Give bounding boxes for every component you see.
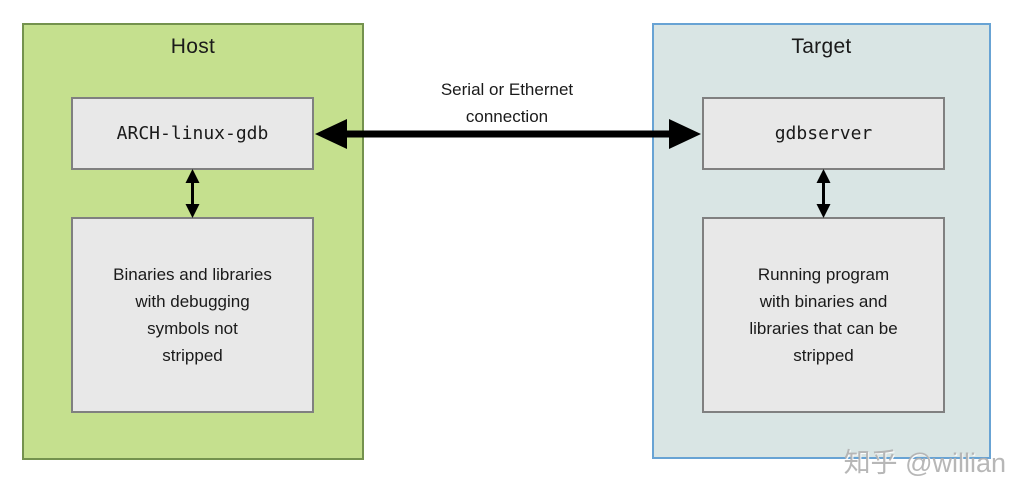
gdbserver-label: gdbserver — [774, 123, 873, 144]
program-line: libraries that can be — [749, 319, 898, 338]
zhihu-watermark: 知乎 @willian — [843, 448, 1006, 478]
connection-label-line: Serial or Ethernet — [440, 80, 574, 99]
binaries-line: with debugging — [135, 292, 250, 311]
host-title: Host — [170, 35, 216, 58]
binaries-line: symbols not — [147, 319, 238, 338]
binaries-node: Binaries and libraries with debugging sy… — [71, 217, 314, 413]
binaries-line: stripped — [162, 346, 223, 365]
program-line: stripped — [793, 346, 854, 365]
arch-linux-gdb-label: ARCH-linux-gdb — [116, 123, 269, 144]
connection-label: Serial or Ethernet connection — [382, 76, 632, 130]
program-line: with binaries and — [759, 292, 888, 311]
connection-label-line: connection — [465, 107, 549, 126]
target-title: Target — [791, 35, 852, 58]
binaries-line: Binaries and libraries — [113, 265, 272, 284]
running-program-node: Running program with binaries and librar… — [702, 217, 945, 413]
program-line: Running program — [757, 265, 890, 284]
arch-linux-gdb-node: ARCH-linux-gdb — [71, 97, 314, 170]
gdbserver-node: gdbserver — [702, 97, 945, 170]
